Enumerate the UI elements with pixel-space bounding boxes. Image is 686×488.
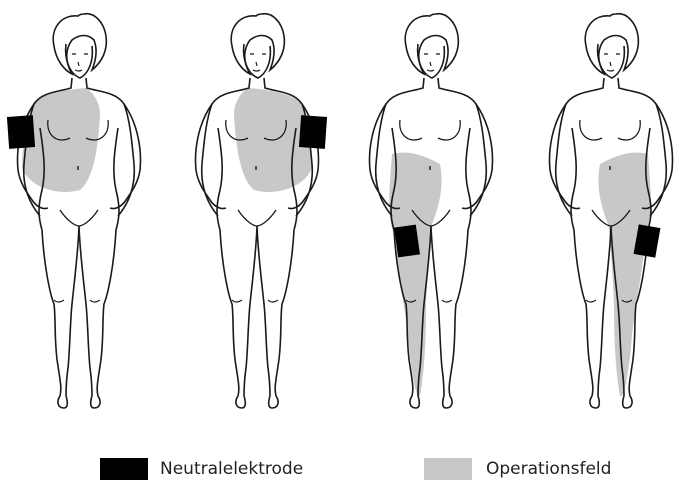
legend-neutralelektrode: Neutralelektrode bbox=[100, 454, 340, 484]
neutralelektrode-marker bbox=[394, 225, 420, 258]
figure-3 bbox=[370, 14, 493, 408]
legend-operationsfeld: Operationsfeld bbox=[424, 454, 664, 484]
neutralelektrode-swatch bbox=[100, 458, 148, 480]
operationsfeld-region bbox=[389, 152, 441, 396]
figure-2 bbox=[196, 14, 328, 408]
neutralelektrode-label: Neutralelektrode bbox=[160, 458, 303, 480]
figure-1 bbox=[7, 14, 141, 408]
neutralelektrode-marker bbox=[299, 115, 327, 149]
figure-4 bbox=[550, 14, 673, 408]
neutralelektrode-marker bbox=[7, 115, 35, 149]
operationsfeld-swatch bbox=[424, 458, 472, 480]
operationsfeld-label: Operationsfeld bbox=[486, 458, 611, 480]
